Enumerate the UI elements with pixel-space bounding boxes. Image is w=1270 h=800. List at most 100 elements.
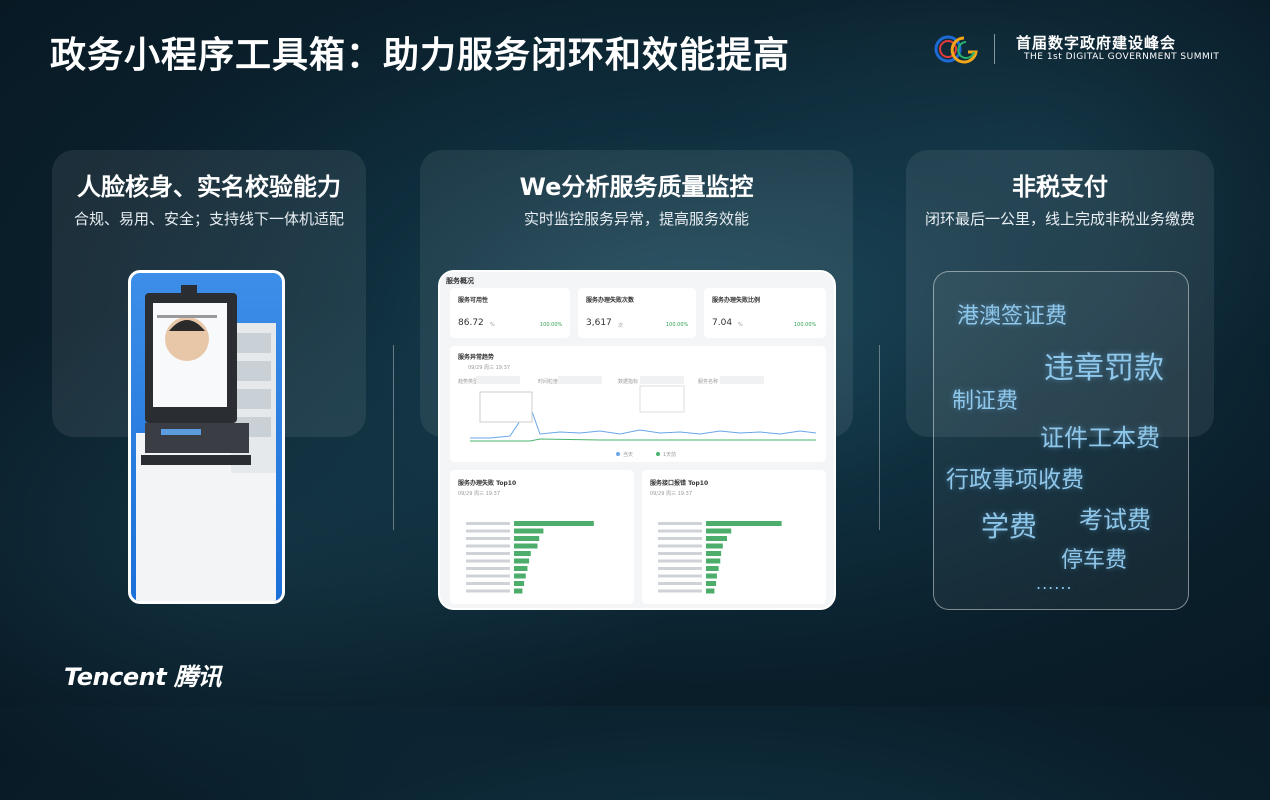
- top10-bar: [514, 521, 594, 526]
- bar-label-placeholder: [466, 582, 510, 585]
- panel-non-tax-payment: [906, 150, 1214, 437]
- top10-bar: [706, 588, 715, 594]
- bar-label-placeholder: [658, 559, 702, 563]
- bar-label-placeholder: [658, 552, 702, 555]
- top10-bar-chart: [466, 521, 594, 594]
- bar-label-placeholder: [658, 589, 702, 593]
- dashboard-screenshot: 服务概况 服务可用性 86.72 % 100.00% 服务办理失败次数 3,61…: [438, 270, 836, 610]
- kpi-value: 3,617: [586, 318, 612, 328]
- top10-bar: [514, 543, 538, 549]
- top10-bar: [514, 566, 528, 571]
- kpi-value: 86.72: [458, 318, 484, 328]
- top10-bar: [514, 573, 526, 579]
- trend-card: 服务异常趋势 09/29 周三 19:37 趋势类型 时间粒度 数据指标 服务名…: [450, 346, 826, 462]
- kiosk-image: [128, 270, 285, 604]
- summit-brand: 首届数字政府建设峰会 THE 1st DIGITAL GOVERNMENT SU…: [934, 30, 1234, 70]
- top10-bar: [514, 588, 523, 594]
- bar-label-placeholder: [658, 544, 702, 548]
- kpi-label: 服务可用性: [458, 297, 489, 304]
- fee-ellipsis: ......: [1036, 574, 1073, 593]
- bar-label-placeholder: [658, 567, 702, 570]
- brand-separator: [994, 34, 995, 64]
- dashboard-section-title: 服务概况: [446, 277, 474, 285]
- kpi-card: 服务可用性 86.72 % 100.00%: [450, 288, 570, 338]
- fee-item: 考试费: [1079, 506, 1151, 534]
- bar-label-placeholder: [466, 589, 510, 593]
- kpi-change: 100.00%: [540, 322, 563, 328]
- kpi-unit: %: [738, 322, 743, 328]
- panel-heading: 人脸核身、实名校验能力: [77, 173, 341, 201]
- kpi-label: 服务办理失败比例: [712, 297, 761, 304]
- top10-bar: [706, 566, 719, 571]
- top10-bar: [706, 551, 722, 556]
- kpi-unit: 次: [618, 323, 624, 329]
- bar-label-placeholder: [466, 529, 510, 533]
- kpi-value: 7.04: [712, 318, 733, 328]
- table-date: 09/29 周三 19:37: [650, 491, 692, 497]
- summit-name-en: THE 1st DIGITAL GOVERNMENT SUMMIT: [1024, 52, 1220, 62]
- bar-label-placeholder: [466, 574, 510, 578]
- legend-label: 当天: [623, 452, 634, 458]
- tencent-logo: Tencent 腾讯: [64, 663, 222, 691]
- top10-card: 服务办理失败 Top10 09/29 周三 19:37: [450, 470, 634, 604]
- kpi-card: 服务办理失败次数 3,617 次 100.00%: [578, 288, 696, 338]
- top10-bar: [706, 581, 717, 586]
- kpi-unit: %: [490, 322, 495, 328]
- top10-bar: [514, 581, 525, 586]
- summit-logo-icon: [934, 35, 978, 64]
- legend-label: 1天前: [663, 452, 677, 458]
- table-title: 服务接口报错 Top10: [650, 480, 709, 487]
- bar-label-placeholder: [658, 574, 702, 578]
- summit-name-cn: 首届数字政府建设峰会: [1016, 34, 1177, 52]
- bar-label-placeholder: [466, 544, 510, 548]
- top10-bar-chart: [658, 521, 782, 594]
- divider: [879, 345, 880, 530]
- bar-label-placeholder: [658, 522, 702, 525]
- table-date: 09/29 周三 19:37: [458, 491, 500, 497]
- top10-bar: [514, 551, 531, 556]
- slide-title: 政务小程序工具箱：助力服务闭环和效能提高: [50, 35, 791, 76]
- kpi-label: 服务办理失败次数: [586, 297, 635, 304]
- bar-label-placeholder: [658, 582, 702, 585]
- fee-item: 行政事项收费: [946, 467, 1084, 493]
- panel-subtitle: 合规、易用、安全；支持线下一体机适配: [73, 210, 344, 228]
- self-service-kiosk-icon: [136, 285, 276, 601]
- panel-heading: We分析服务质量监控: [519, 173, 754, 201]
- top10-bar: [706, 536, 727, 541]
- bar-label-placeholder: [658, 529, 702, 533]
- bar-label-placeholder: [466, 567, 510, 570]
- top10-bar: [514, 558, 530, 564]
- top10-bar: [514, 528, 544, 534]
- fee-word-cloud: [933, 271, 1189, 610]
- filter-label: 服务名称: [698, 379, 719, 385]
- kpi-change: 100.00%: [794, 322, 817, 328]
- top10-bar: [706, 558, 721, 564]
- fee-item: 制证费: [952, 389, 1019, 414]
- bar-label-placeholder: [466, 552, 510, 555]
- trend-title: 服务异常趋势: [458, 354, 495, 361]
- table-title: 服务办理失败 Top10: [458, 480, 517, 487]
- top10-bar: [514, 536, 540, 541]
- fee-item: 港澳签证费: [957, 304, 1068, 329]
- trend-date: 09/29 周三 19:37: [468, 365, 510, 371]
- panel-subtitle: 闭环最后一公里，线上完成非税业务缴费: [924, 210, 1195, 228]
- bar-label-placeholder: [466, 537, 510, 540]
- filter-label: 趋势类型: [458, 379, 479, 385]
- top10-bar: [706, 521, 782, 526]
- fee-item: 学费: [981, 510, 1038, 543]
- panel-heading: 非税支付: [1012, 173, 1108, 201]
- trend-chart: [470, 376, 817, 456]
- panel-subtitle: 实时监控服务异常，提高服务效能: [523, 210, 749, 228]
- fee-item: 证件工本费: [1040, 424, 1160, 452]
- top10-bar: [706, 573, 717, 579]
- top10-bar: [706, 543, 723, 549]
- bar-label-placeholder: [466, 559, 510, 563]
- bar-label-placeholder: [466, 522, 510, 525]
- bar-label-placeholder: [658, 537, 702, 540]
- divider: [393, 345, 394, 530]
- fee-item: 违章罚款: [1044, 351, 1164, 386]
- top10-card: 服务接口报错 Top10 09/29 周三 19:37: [642, 470, 826, 604]
- kpi-card: 服务办理失败比例 7.04 % 100.00%: [704, 288, 826, 338]
- kpi-change: 100.00%: [666, 322, 689, 328]
- top10-bar: [706, 528, 732, 534]
